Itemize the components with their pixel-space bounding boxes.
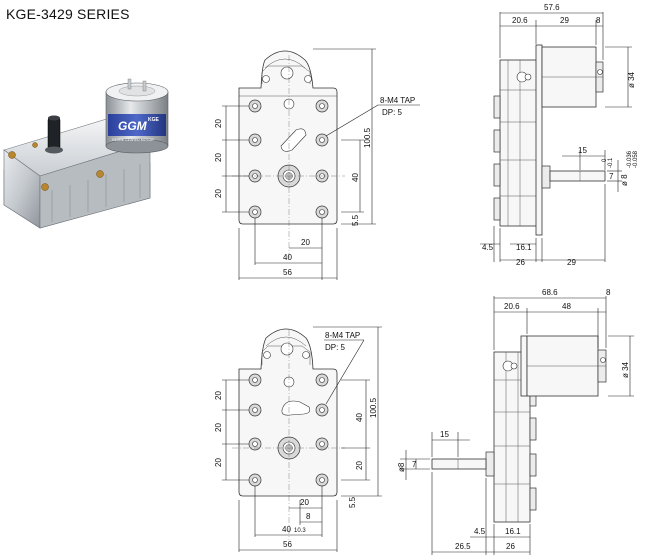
brand-label: GGM bbox=[118, 119, 148, 133]
bside-dim-overall: 68.6 bbox=[542, 288, 558, 297]
side-tol-a: 0 bbox=[602, 158, 608, 162]
side-dim-seg-b: 29 bbox=[560, 16, 569, 25]
dim-height: 100.5 bbox=[363, 127, 372, 148]
dim-width-40: 40 bbox=[283, 253, 292, 262]
side-tol-b: -0.1 bbox=[608, 157, 614, 168]
maker-label: KGE bbox=[148, 117, 160, 123]
side-dim-seg-a: 20.6 bbox=[512, 16, 528, 25]
dim-bottom-offset: 5.5 bbox=[351, 214, 360, 226]
bdim-width-40: 40 bbox=[282, 525, 291, 534]
side-dim-plate: 16.1 bbox=[516, 243, 532, 252]
side-tol-d: -0.058 bbox=[633, 150, 639, 168]
bside-dim-motor-dia: ø 34 bbox=[621, 361, 630, 378]
bcallout-tap: 8-M4 TAP bbox=[325, 331, 360, 340]
side-dim-bottom-b: 29 bbox=[567, 258, 576, 267]
side-dim-overall: 57.6 bbox=[544, 3, 560, 12]
bdim-pitch-2: 20 bbox=[214, 423, 223, 432]
side-dim-flange: 4.5 bbox=[482, 243, 494, 252]
top-front-view: 20 20 20 100.5 40 5.5 8-M4 TAP DP: 5 20 … bbox=[214, 48, 420, 280]
bdim-height: 100.5 bbox=[369, 397, 378, 418]
subtitle-label: GLOBE GEARED MOTOR bbox=[112, 138, 154, 142]
bdim-small-8: 8 bbox=[306, 512, 311, 521]
bside-dim-shaft-len: 15 bbox=[440, 430, 449, 439]
side-dim-shaft-flat: 7 bbox=[609, 172, 614, 181]
side-dim-motor-dia: ø 34 bbox=[627, 71, 636, 88]
bdim-width-56: 56 bbox=[283, 540, 292, 549]
bside-dim-shaft-flat: 7 bbox=[412, 460, 417, 469]
bottom-side-view: 68.6 20.6 48 8 ø 34 15 ø8 7 4.5 16. bbox=[397, 288, 634, 555]
side-tol-c: -0.036 bbox=[627, 150, 633, 168]
dim-pitch-1: 20 bbox=[214, 119, 223, 128]
bdim-sub-10-3: 10.3 bbox=[294, 528, 306, 534]
callout-tap: 8-M4 TAP bbox=[380, 96, 415, 105]
side-dim-shaft-dia: ø 8 bbox=[620, 174, 629, 186]
bside-dim-flange: 4.5 bbox=[474, 527, 486, 536]
dim-pitch-3: 20 bbox=[214, 189, 223, 198]
bside-dim-seg-c: 8 bbox=[606, 288, 611, 297]
bcallout-depth: DP: 5 bbox=[325, 343, 346, 352]
dim-width-56: 56 bbox=[283, 268, 292, 277]
bside-dim-plate: 16.1 bbox=[505, 527, 521, 536]
bdim-pitch-1: 20 bbox=[214, 391, 223, 400]
dim-hole-pitch-x: 20 bbox=[301, 238, 310, 247]
bottom-front-view: 20 20 20 100.5 40 20 5.5 8-M4 TAP DP: 5 bbox=[214, 326, 382, 552]
bdim-bottom-pitch: 20 bbox=[355, 461, 364, 470]
bdim-pitch-3: 20 bbox=[214, 458, 223, 467]
bside-dim-bottom-b: 26 bbox=[506, 542, 515, 551]
bdim-hole-pitch-x: 20 bbox=[300, 498, 309, 507]
bside-dim-seg-a: 20.6 bbox=[504, 302, 520, 311]
side-dim-shaft-len: 15 bbox=[578, 146, 587, 155]
series-title: KGE-3429 SERIES bbox=[6, 6, 130, 22]
bdim-shaft-offset: 40 bbox=[355, 413, 364, 422]
bside-dim-bottom-a: 26.5 bbox=[455, 542, 471, 551]
dim-pitch-2: 20 bbox=[214, 153, 223, 162]
top-side-view: 57.6 20.6 29 8 ø 34 15 7 ø 8 0 -0.1 -0.0… bbox=[480, 3, 639, 267]
motor-photo: GGM KGE GLOBE GEARED MOTOR bbox=[3, 78, 169, 229]
side-dim-bottom-a: 26 bbox=[516, 258, 525, 267]
bside-dim-seg-b: 48 bbox=[562, 302, 571, 311]
bside-dim-shaft-dia: ø8 bbox=[397, 462, 406, 472]
side-dim-seg-c: 8 bbox=[596, 16, 601, 25]
callout-depth: DP: 5 bbox=[382, 108, 403, 117]
bdim-bottom-offset: 5.5 bbox=[348, 496, 357, 508]
dim-shaft-offset: 40 bbox=[351, 173, 360, 182]
